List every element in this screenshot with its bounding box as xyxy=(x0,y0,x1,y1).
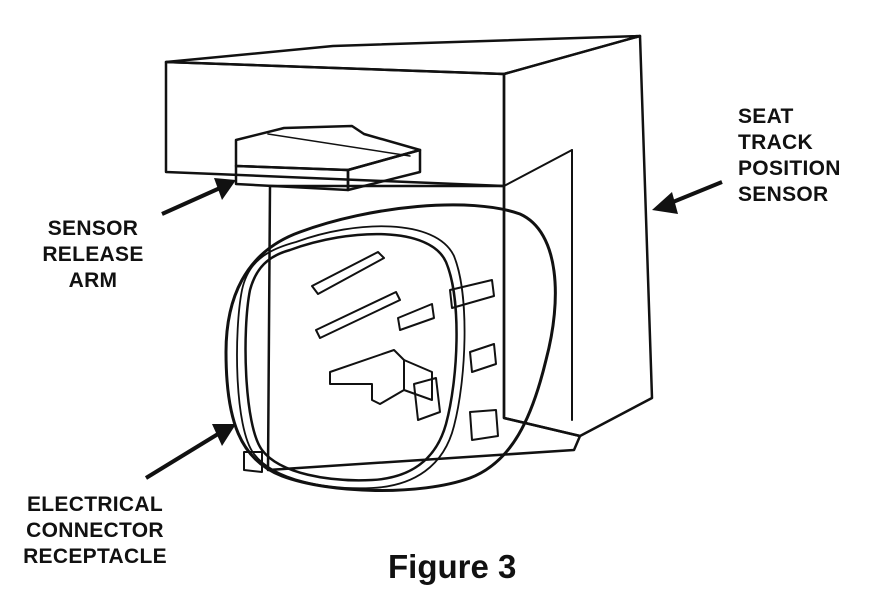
pin-small xyxy=(397,303,435,331)
pin-upper xyxy=(311,251,385,295)
release-arm-part xyxy=(234,124,422,192)
arrow-release-head xyxy=(214,178,236,200)
label-line: RELEASE xyxy=(42,243,144,266)
housing-side-face xyxy=(502,34,654,438)
key-side xyxy=(403,359,433,401)
label-line: CONNECTOR xyxy=(26,519,164,542)
label-line: SEAT xyxy=(738,105,794,128)
terminal-pins xyxy=(311,251,497,421)
shroud-outer xyxy=(224,203,557,492)
label-sensor-release-arm: SENSOR RELEASE ARM xyxy=(40,216,146,294)
shroud-tab-right xyxy=(469,409,499,441)
label-line: ARM xyxy=(68,269,118,292)
release-arm-top xyxy=(234,124,422,172)
label-line: TRACK xyxy=(738,131,813,154)
connector-shroud xyxy=(224,203,557,492)
figure-caption: Figure 3 xyxy=(388,548,517,585)
release-arm-groove xyxy=(267,133,411,157)
arrow-sensor-head xyxy=(652,192,678,214)
release-arm-side xyxy=(346,148,422,192)
arrow-sensor-shaft xyxy=(667,180,723,206)
pin-right-top xyxy=(449,279,495,309)
label-line: SENSOR xyxy=(738,183,829,206)
label-seat-track-position-sensor: SEAT TRACK POSITION SENSOR xyxy=(738,104,841,208)
arrow-release-shaft xyxy=(161,186,221,216)
label-line: RECEPTACLE xyxy=(23,545,167,568)
label-line: POSITION xyxy=(738,157,841,180)
shroud-inner xyxy=(244,232,458,482)
arrow-connector-shaft xyxy=(144,432,220,480)
shroud-rim xyxy=(236,225,466,490)
pointer-arrows xyxy=(144,178,723,480)
key-block xyxy=(329,349,405,405)
housing-top-front xyxy=(164,60,506,188)
pin-middle xyxy=(315,291,401,339)
label-line: SENSOR xyxy=(47,217,139,240)
label-line: ELECTRICAL xyxy=(27,493,163,516)
pin-right-bottom xyxy=(469,343,497,373)
latch-block xyxy=(413,377,441,421)
shroud-tab-left xyxy=(243,451,263,473)
label-electrical-connector-receptacle: ELECTRICAL CONNECTOR RECEPTACLE xyxy=(20,492,170,570)
housing-lower-body xyxy=(266,184,582,472)
arrow-connector-head xyxy=(212,424,236,446)
housing-step-line xyxy=(503,149,573,187)
